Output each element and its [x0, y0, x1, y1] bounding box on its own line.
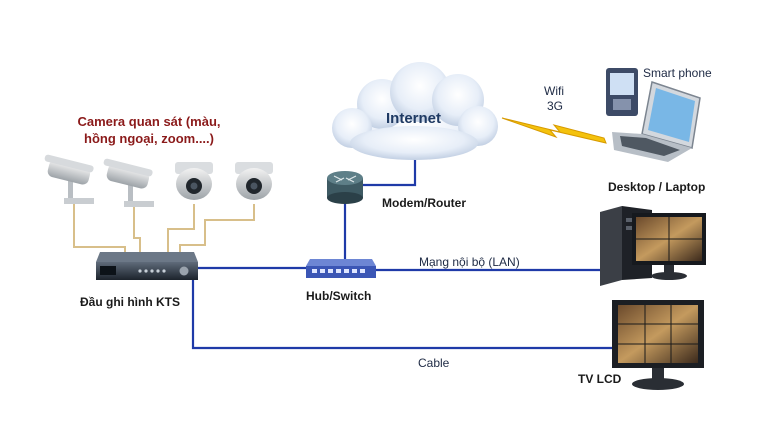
lan-label: Mạng nội bộ (LAN)	[419, 255, 520, 269]
tv-lcd-label: TV LCD	[578, 372, 622, 386]
laptop-icon	[612, 81, 701, 162]
line-router-internet	[362, 160, 417, 187]
wire-camera-2	[133, 207, 141, 256]
wire-camera-4	[179, 204, 255, 256]
line-cable-tv	[191, 278, 615, 350]
wire-camera-3	[167, 204, 195, 256]
cable-label: Cable	[418, 356, 450, 370]
camera-wires	[73, 203, 255, 256]
bullet-camera-icon-2	[103, 158, 154, 207]
switch-icon	[306, 259, 376, 278]
camera-title-line-1: Camera quan sát (màu,	[77, 114, 221, 129]
cloud-icon	[332, 62, 498, 160]
camera-title-line-2: hồng ngoại, zoom....)	[84, 131, 214, 146]
hub-switch-label: Hub/Switch	[306, 289, 372, 303]
wifi-label: Wifi	[544, 84, 564, 98]
dome-camera-icon	[175, 162, 213, 200]
tv-lcd-icon	[612, 300, 704, 390]
smartphone-icon	[606, 68, 638, 116]
dome-camera-icon-2	[235, 162, 273, 200]
desktop-laptop-label: Desktop / Laptop	[608, 180, 706, 194]
internet-label: Internet	[386, 110, 442, 127]
wireless-bolt-icon	[501, 117, 607, 144]
camera-title: Camera quan sát (màu, hồng ngoại, zoom..…	[54, 113, 244, 147]
bullet-camera-icon	[44, 154, 94, 204]
3g-label: 3G	[547, 99, 564, 113]
smart-phone-label: Smart phone	[643, 66, 712, 80]
network-lines	[191, 160, 615, 350]
modem-router-label: Modem/Router	[382, 196, 466, 210]
wire-camera-1	[73, 203, 126, 256]
desktop-pc-icon	[600, 206, 706, 286]
dvr-label: Đầu ghi hình KTS	[80, 295, 180, 309]
router-icon	[327, 171, 363, 204]
dvr-icon	[96, 252, 198, 280]
